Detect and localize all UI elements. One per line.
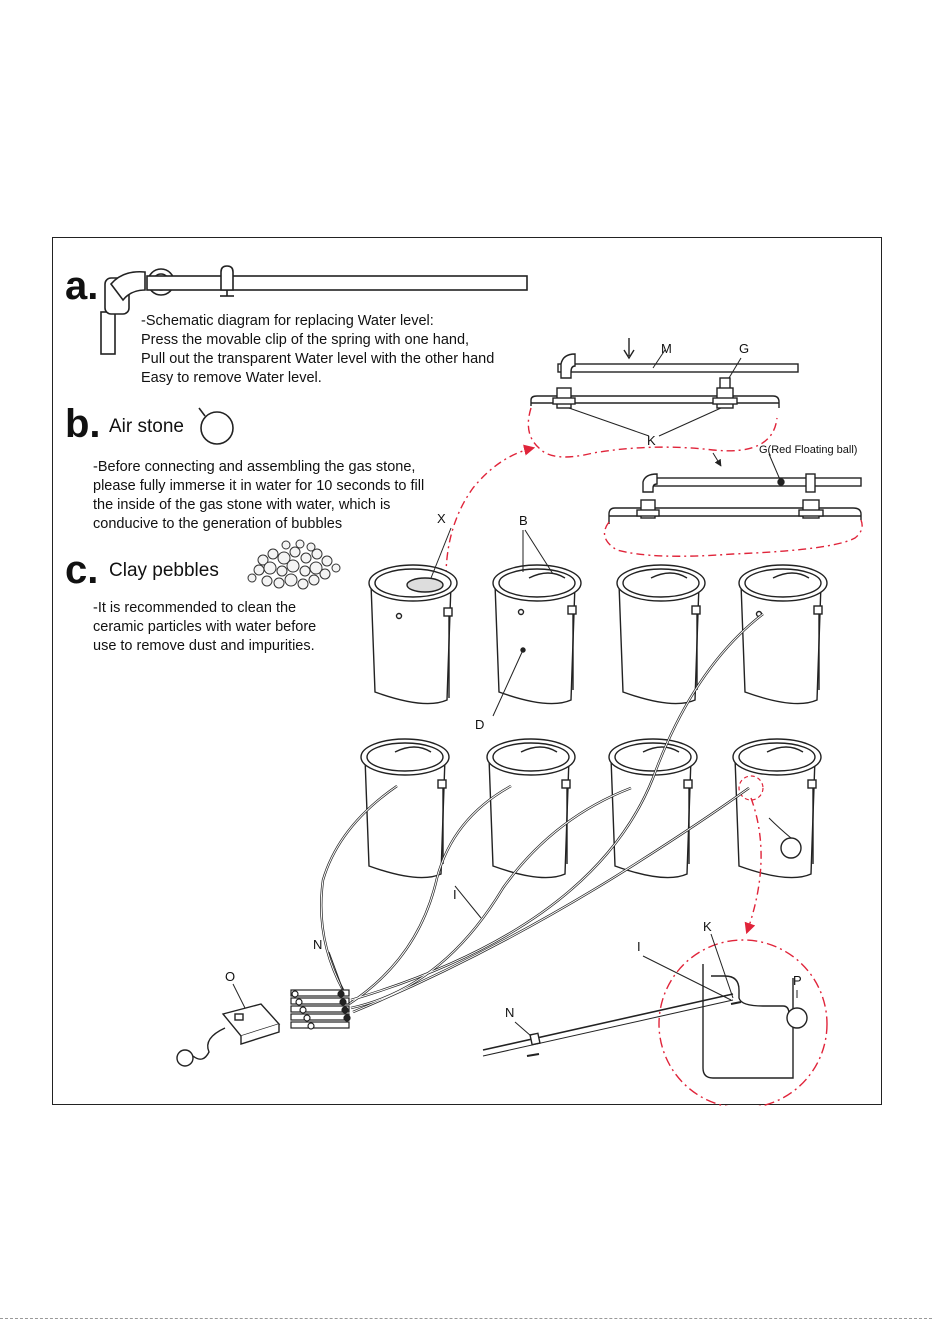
bucket: [738, 564, 828, 705]
label-g: G: [739, 341, 750, 356]
label-o-pump: O: [225, 969, 236, 984]
bucket: [608, 738, 698, 879]
bucket: [486, 738, 576, 879]
bucket-row-2: [360, 738, 822, 879]
label-i-detail: I: [637, 939, 641, 954]
diagram-frame: a. -Schematic diagram for replacing Wate…: [52, 237, 882, 1106]
label-m: M: [661, 341, 672, 356]
float-detail: [482, 964, 808, 1079]
bucket: [732, 738, 822, 879]
label-n-detail: N: [505, 1005, 515, 1020]
section-c-letter: c.: [65, 548, 99, 592]
section-b-letter: b.: [65, 402, 101, 446]
bucket: [368, 564, 458, 705]
bucket: [616, 564, 706, 705]
water-level-pipe-illustration: [100, 265, 528, 355]
section-b-line-3: the inside of the gas stone with water, …: [93, 497, 391, 513]
label-x: X: [437, 511, 446, 526]
label-g-red-floating-ball: G(Red Floating ball): [759, 444, 858, 456]
bucket: [492, 564, 582, 705]
label-k-top: K: [647, 433, 656, 448]
label-d: D: [475, 717, 485, 732]
section-a-letter: a.: [65, 264, 99, 308]
section-a-line-2: Press the movable clip of the spring wit…: [141, 332, 470, 348]
section-c-line-1: -It is recommended to clean the: [93, 600, 297, 616]
bucket-row-1: [368, 564, 828, 705]
section-a-line-3: Pull out the transparent Water level wit…: [141, 351, 495, 367]
section-b-title: Air stone: [109, 416, 184, 437]
section-a-line-1: -Schematic diagram for replacing Water l…: [141, 313, 434, 329]
label-n-manifold: N: [313, 937, 323, 952]
air-pump: [176, 1003, 281, 1067]
air-stone-icon: [198, 407, 234, 445]
bucket: [360, 738, 450, 879]
section-b-line-1: -Before connecting and assembling the ga…: [93, 459, 416, 475]
section-b-line-2: please fully immerse it in water for 10 …: [93, 478, 425, 494]
label-b: B: [519, 513, 528, 528]
water-level-detail-lower: [608, 453, 862, 524]
page-edge-rule: [0, 1318, 932, 1319]
label-i-hose: I: [453, 887, 457, 902]
section-a-line-4: Easy to remove Water level.: [141, 370, 322, 386]
air-manifold: [290, 989, 351, 1030]
label-k-detail: K: [703, 919, 712, 934]
section-c-line-2: ceramic particles with water before: [93, 619, 317, 635]
section-b-line-4: conducive to the generation of bubbles: [93, 516, 343, 532]
assembly-diagram: [100, 265, 863, 1106]
label-p: P: [793, 973, 802, 988]
section-c-line-3: use to remove dust and impurities.: [93, 638, 315, 654]
clay-pebbles-icon: [247, 539, 341, 590]
section-c-title: Clay pebbles: [109, 560, 219, 581]
water-level-detail-top: [530, 338, 799, 437]
